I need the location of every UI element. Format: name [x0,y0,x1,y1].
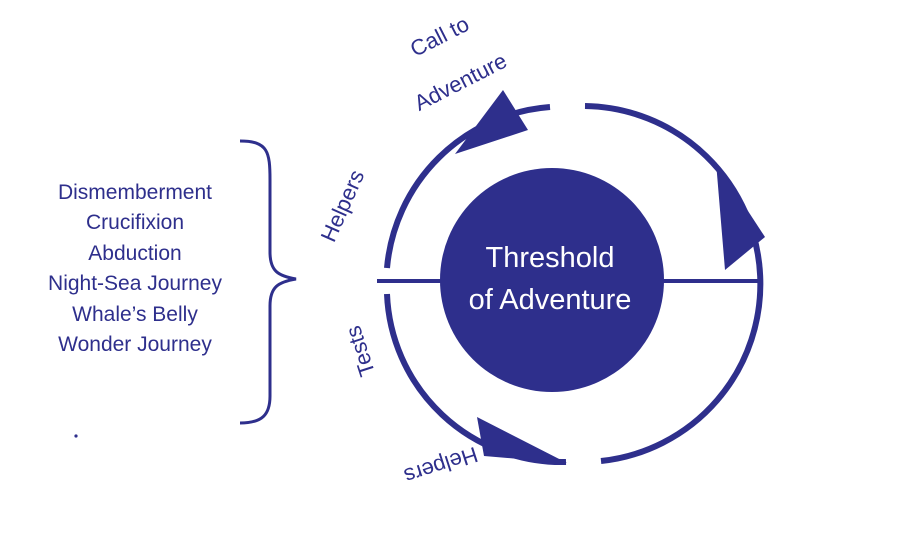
stray-dot [74,434,78,438]
curly-brace [239,139,297,425]
arrowhead-bottom [477,417,567,463]
stage-item: Wonder Journey [58,333,212,357]
stage-item: Abduction [88,241,182,265]
stage-item: Night-Sea Journey [48,272,222,296]
threshold-title-line1: Threshold [485,242,615,274]
arrowhead-top [455,90,528,154]
stage-item: Dismemberment [57,181,213,204]
cycle-arc-right [584,103,764,464]
threshold-title-line2: of Adventure [468,284,632,316]
arrowhead-right [716,162,765,270]
stage-item: Crucifixion [85,211,185,235]
stage-item: Whale’s Belly [72,302,198,326]
stage-list: Dismemberment Crucifixion Abduction Nigh… [20,178,250,360]
